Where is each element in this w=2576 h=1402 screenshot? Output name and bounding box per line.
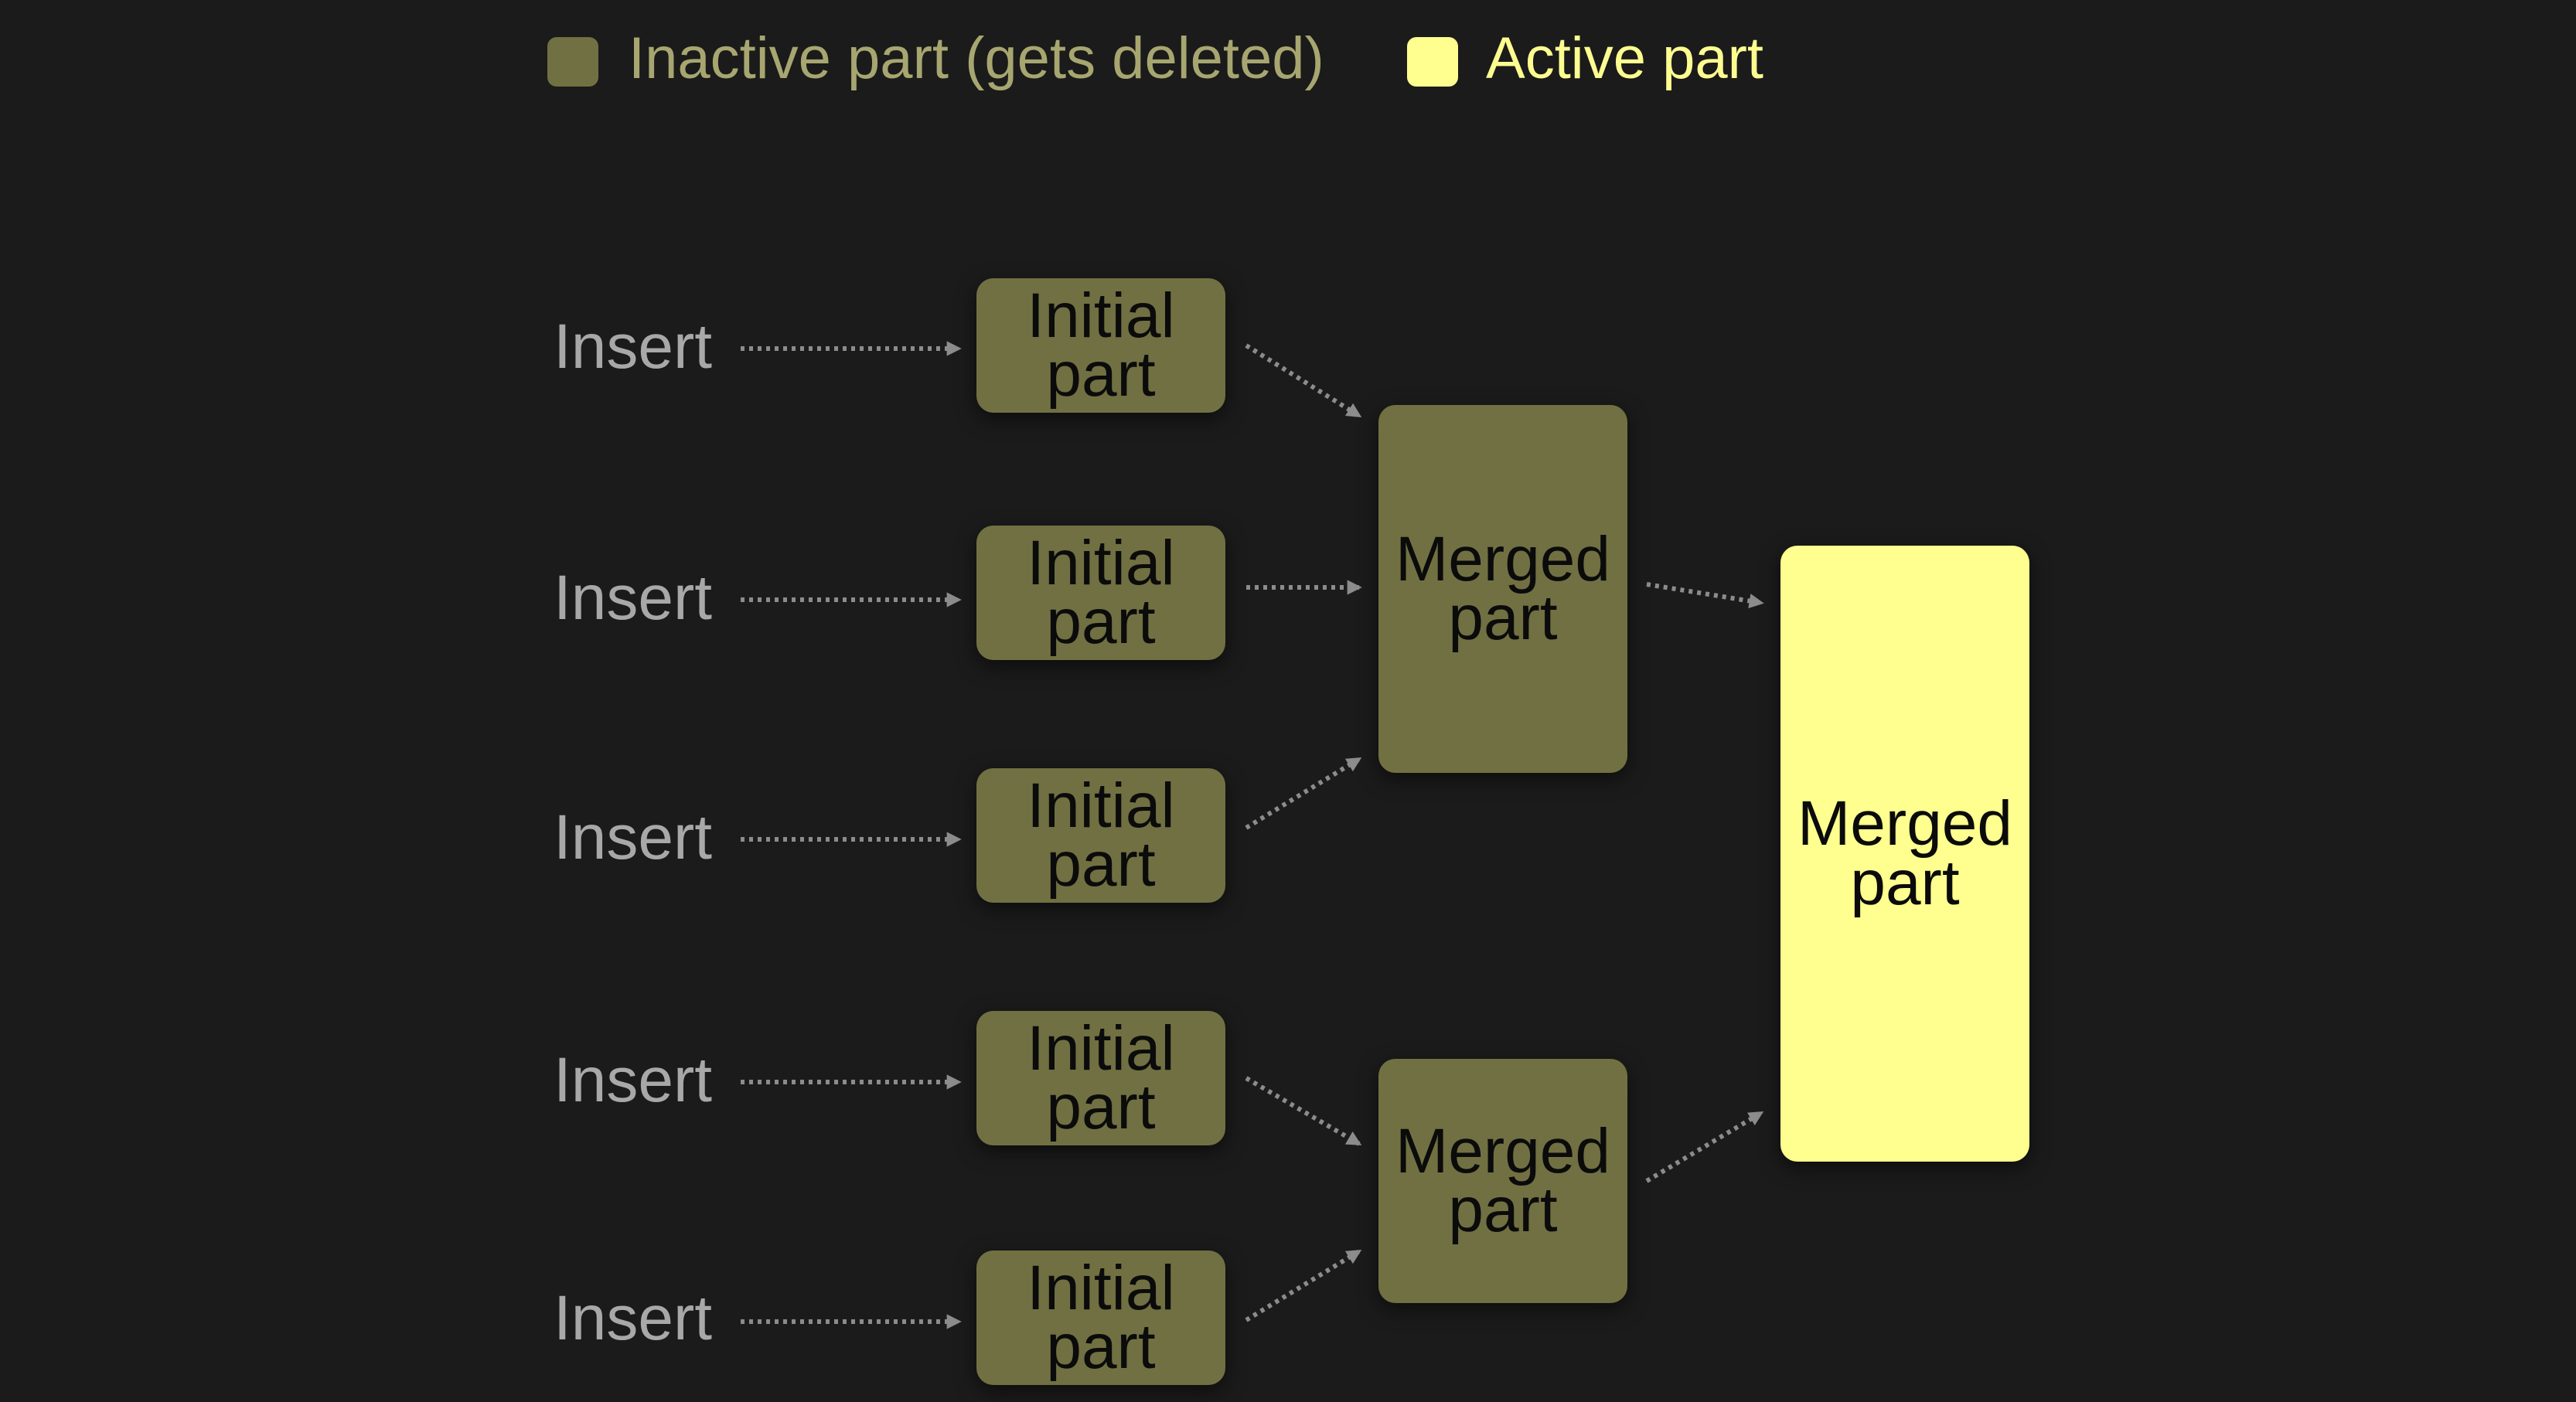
node-label: Initial bbox=[1027, 280, 1175, 351]
node-label: part bbox=[1046, 1072, 1156, 1142]
insert-label: Insert bbox=[554, 311, 713, 382]
node-label: part bbox=[1448, 1175, 1558, 1245]
inactive-legend-swatch bbox=[547, 37, 598, 87]
merge-arrow bbox=[1245, 1076, 1362, 1146]
node-label: Merged bbox=[1395, 1115, 1611, 1186]
node-label: Merged bbox=[1797, 788, 2013, 859]
merge-arrow bbox=[1646, 582, 1764, 609]
node-label: Initial bbox=[1027, 770, 1175, 841]
node-label: Merged bbox=[1395, 523, 1611, 594]
node-label: part bbox=[1046, 339, 1156, 410]
node-label: Initial bbox=[1027, 1012, 1175, 1084]
active-legend-label: Active part bbox=[1486, 26, 1764, 91]
merge-arrow bbox=[1245, 343, 1362, 418]
insert-label: Insert bbox=[554, 563, 713, 633]
insert-label: Insert bbox=[554, 802, 713, 873]
node-label: part bbox=[1046, 1312, 1156, 1382]
merge-arrow bbox=[1245, 1249, 1362, 1322]
node-label: Initial bbox=[1027, 527, 1175, 598]
node-label: part bbox=[1850, 847, 1960, 918]
node-label: part bbox=[1448, 583, 1558, 653]
insert-label: Insert bbox=[554, 1045, 713, 1115]
node-label: part bbox=[1046, 587, 1156, 657]
node-label: part bbox=[1046, 829, 1156, 900]
merge-arrow bbox=[1645, 1111, 1764, 1183]
node-label: Initial bbox=[1027, 1252, 1175, 1323]
merge-arrow bbox=[1245, 757, 1362, 830]
insert-label: Insert bbox=[554, 1283, 713, 1353]
inactive-legend-label: Inactive part (gets deleted) bbox=[629, 26, 1324, 91]
active-legend-swatch bbox=[1407, 37, 1458, 87]
